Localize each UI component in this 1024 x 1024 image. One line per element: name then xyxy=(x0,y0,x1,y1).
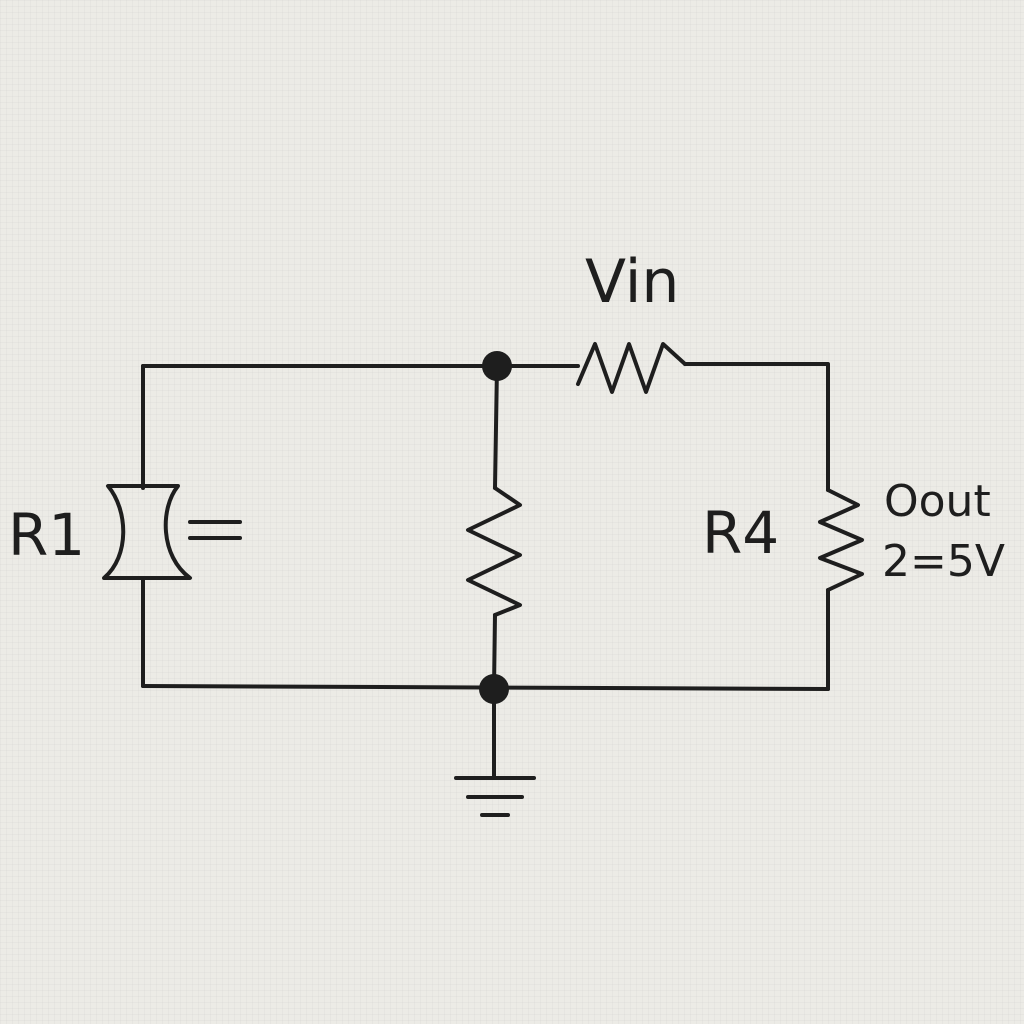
output-label-line2: 2=5V xyxy=(882,536,1005,587)
top-right-wire xyxy=(683,362,830,492)
vin-label: Vin xyxy=(585,247,679,317)
top-resistor xyxy=(576,342,687,394)
middle-resistor xyxy=(466,486,522,617)
r1-symbol xyxy=(102,484,192,580)
output-label-line1: Oout xyxy=(884,476,991,527)
r4-resistor xyxy=(818,488,864,592)
r1-label: R1 xyxy=(8,501,85,569)
r4-label: R4 xyxy=(702,499,779,567)
top-junction-dot xyxy=(482,351,512,381)
middle-upper-wire xyxy=(493,364,499,490)
bottom-junction-dot xyxy=(479,674,509,704)
